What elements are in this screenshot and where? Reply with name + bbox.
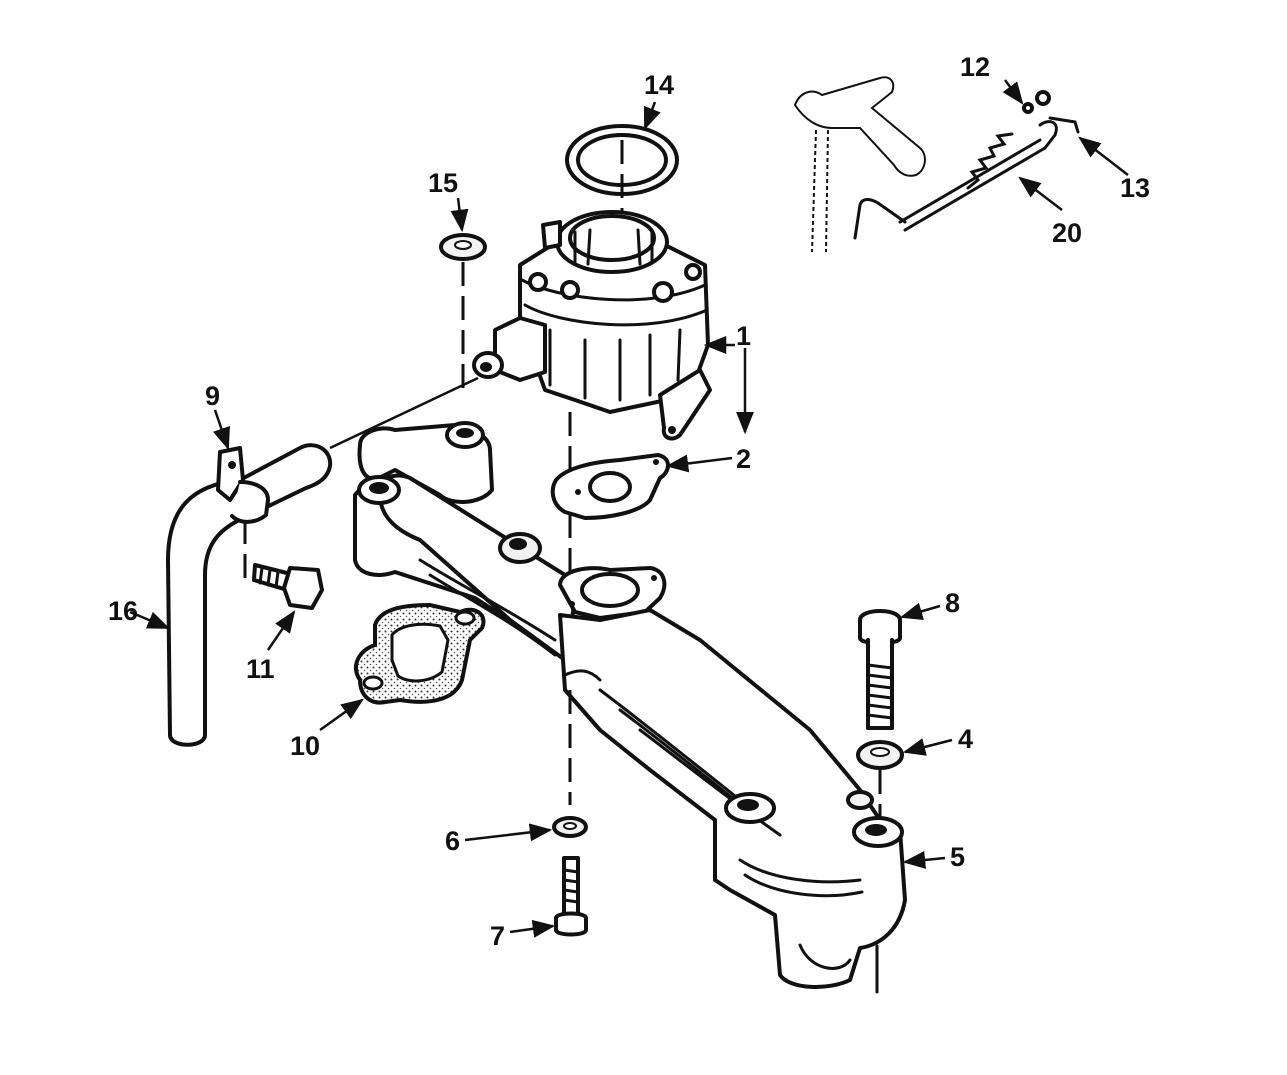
callout-12: 12 [960, 52, 990, 82]
washer-top [439, 233, 487, 395]
callout-4: 4 [958, 724, 973, 754]
flat-washer [856, 740, 904, 820]
callout-13: 13 [1120, 173, 1150, 203]
leader-lines [129, 79, 1129, 938]
callout-14: 14 [644, 70, 674, 100]
callout-9: 9 [205, 381, 220, 411]
callout-2: 2 [736, 444, 751, 474]
fuel-hose [166, 376, 479, 747]
hose-clamp [216, 446, 270, 580]
callout-7: 7 [490, 921, 505, 951]
callout-labels: 1 2 4 5 6 7 8 9 10 11 12 13 14 15 16 20 [108, 52, 1150, 951]
callout-1: 1 [736, 321, 751, 351]
lock-washer [552, 690, 588, 838]
manifold-bolt-long [858, 609, 902, 730]
intake-manifold [353, 421, 907, 994]
throttle-return-spring [853, 116, 1080, 240]
callout-6: 6 [445, 826, 460, 856]
callout-8: 8 [945, 588, 960, 618]
carburetor [472, 210, 712, 612]
callout-15: 15 [428, 168, 458, 198]
callout-16: 16 [108, 596, 138, 626]
callout-5: 5 [950, 842, 965, 872]
clamp-screw [252, 563, 324, 610]
callout-10: 10 [290, 731, 320, 761]
callout-20: 20 [1052, 218, 1082, 248]
carburetor-stud-bolt [554, 856, 588, 937]
spring-clip [1022, 90, 1051, 114]
carburetor-base-gasket [550, 453, 670, 520]
air-cleaner-gasket-ring [565, 124, 679, 215]
callout-11: 11 [246, 654, 275, 684]
throttle-lever-bracket [793, 76, 926, 253]
manifold-gasket [354, 602, 486, 705]
